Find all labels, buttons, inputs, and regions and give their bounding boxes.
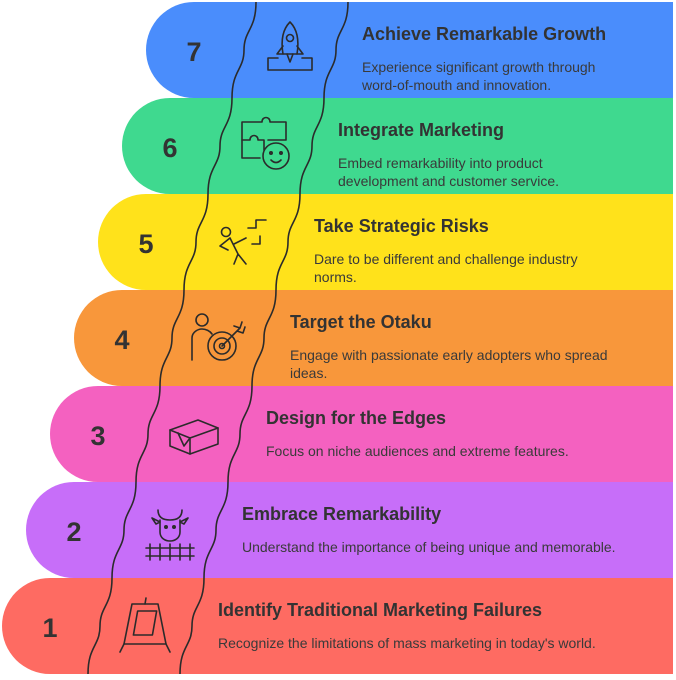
step-6-title: Integrate Marketing — [338, 120, 504, 140]
step-3-number: 3 — [90, 421, 105, 451]
step-1-description: Recognize the limitations of mass market… — [218, 635, 596, 651]
climbing-person-icon — [219, 219, 267, 265]
step-7-title: Achieve Remarkable Growth — [362, 24, 606, 44]
cow-fence-icon — [145, 509, 195, 561]
step-3-title: Design for the Edges — [266, 408, 446, 428]
step-7-band — [146, 2, 673, 98]
step-4-divider-left — [159, 289, 185, 387]
step-4-title: Target the Otaku — [290, 312, 432, 332]
puzzle-face-icon — [241, 116, 290, 170]
person-target-icon — [191, 313, 246, 361]
step-3-description: Focus on niche audiences and extreme fea… — [266, 443, 569, 459]
step-5-divider-left — [183, 193, 209, 291]
step-5-band — [98, 194, 673, 290]
step-1-divider-right — [179, 577, 205, 675]
step-4-description: Engage with passionate early adopters wh… — [290, 347, 608, 363]
step-6-description: development and customer service. — [338, 173, 559, 189]
step-1-number: 1 — [42, 613, 57, 643]
step-2-divider-left — [111, 481, 137, 579]
sign-board-icon — [119, 597, 171, 653]
step-5-number: 5 — [138, 229, 153, 259]
step-1-title: Identify Traditional Marketing Failures — [218, 600, 542, 620]
step-4-number: 4 — [114, 325, 129, 355]
step-1: 1 Identify Traditional Marketing Failures… — [2, 577, 673, 675]
step-3-band — [50, 386, 673, 482]
box-icon — [169, 419, 219, 455]
step-7-number: 7 — [186, 37, 201, 67]
step-5-description: Dare to be different and challenge indus… — [314, 251, 578, 267]
step-3-divider-right — [227, 385, 253, 483]
step-5-description: norms. — [314, 269, 357, 285]
step-1-band — [2, 578, 673, 674]
step-5-divider-right — [275, 193, 301, 291]
step-4-band — [74, 290, 673, 386]
step-7-description: word-of-mouth and innovation. — [361, 77, 551, 93]
step-2-band — [26, 482, 673, 578]
step-2-divider-right — [203, 481, 229, 579]
step-2-number: 2 — [66, 517, 81, 547]
step-4-divider-right — [251, 289, 277, 387]
step-1-divider-left — [87, 577, 113, 675]
step-7-description: Experience significant growth through — [362, 59, 595, 75]
step-2-description: Understand the importance of being uniqu… — [242, 539, 616, 555]
step-4-description: ideas. — [290, 365, 327, 381]
step-6-number: 6 — [162, 133, 177, 163]
step-6-divider-right — [299, 97, 325, 195]
step-5-title: Take Strategic Risks — [314, 216, 489, 236]
step-7-divider-left — [231, 1, 257, 99]
step-6-description: Embed remarkability into product — [338, 155, 543, 171]
step-7-divider-right — [323, 1, 349, 99]
step-3-divider-left — [135, 385, 161, 483]
step-2-title: Embrace Remarkability — [242, 504, 441, 524]
step-6-divider-left — [207, 97, 233, 195]
rocket-icon — [267, 21, 313, 71]
